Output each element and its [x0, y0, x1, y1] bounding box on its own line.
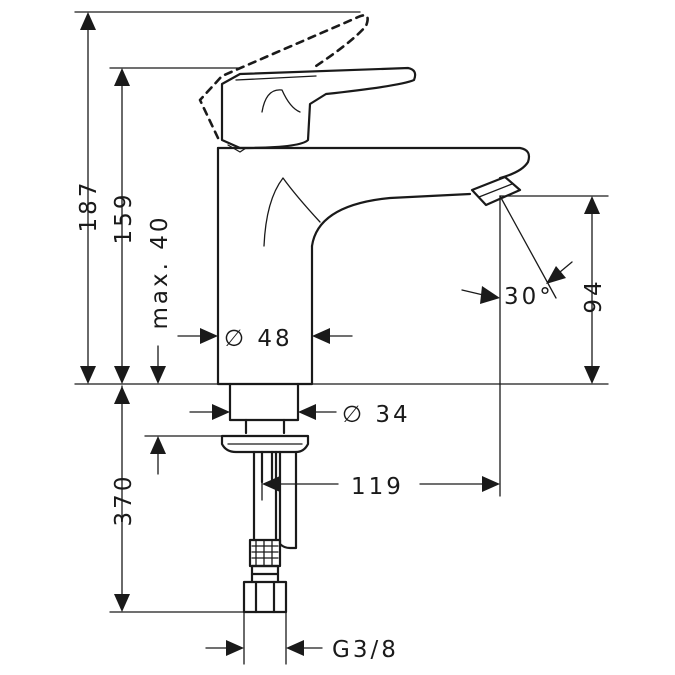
lever-raised-outline — [198, 14, 369, 140]
dim-thread-label: G3/8 — [332, 637, 399, 663]
dim-159-label: 159 — [111, 192, 137, 245]
dim-94-label: 94 — [581, 278, 607, 313]
dim-119-label: 119 — [351, 474, 404, 500]
mounting-shank — [220, 382, 310, 550]
dimension-labels: 187 159 max. 40 ∅ 48 ∅ 34 119 94 30° 370… — [76, 180, 607, 663]
dim-max40-label: max. 40 — [147, 215, 173, 330]
lever-handle — [220, 66, 417, 150]
dim-diameter-34-label: ∅ 34 — [342, 402, 411, 428]
dim-370-label: 370 — [111, 474, 137, 527]
dim-187-label: 187 — [76, 180, 102, 233]
dim-diameter-48-label: ∅ 48 — [224, 326, 293, 352]
dim-angle-label: 30° — [504, 284, 554, 310]
dimension-lines — [80, 12, 600, 656]
extension-lines — [74, 11, 609, 665]
